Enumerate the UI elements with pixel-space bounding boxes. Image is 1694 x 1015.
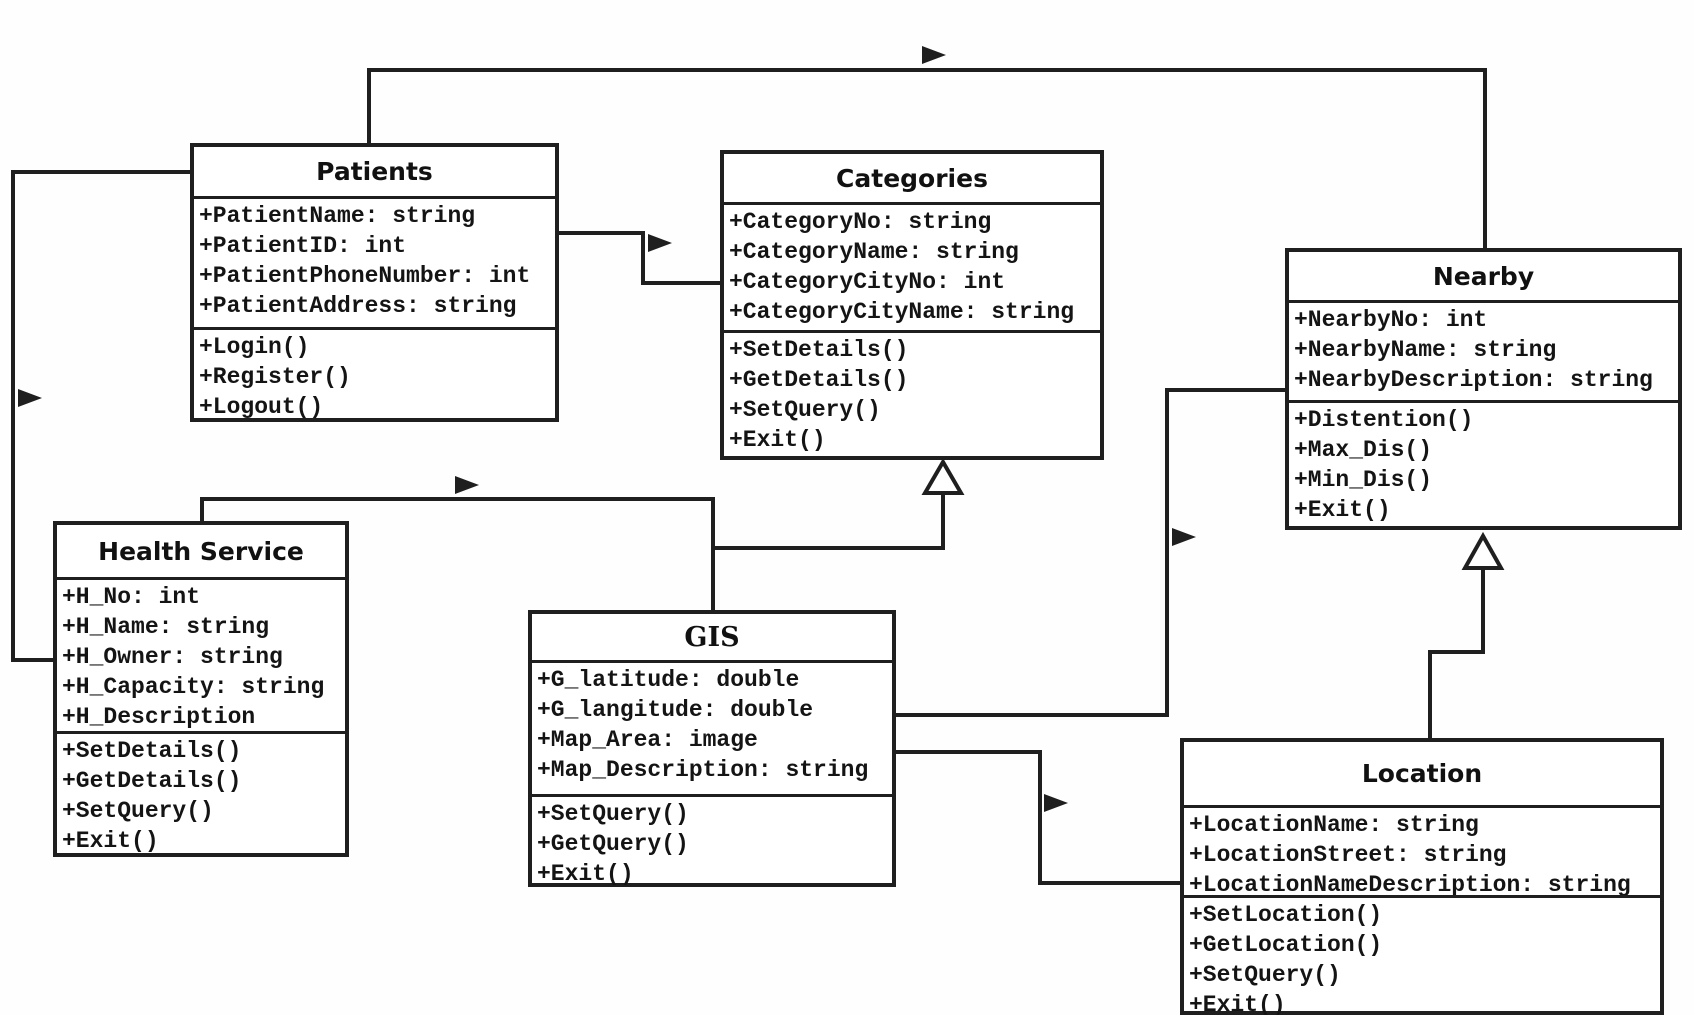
class-gis-title: GIS [532,614,892,663]
generalization-location-nearby [1428,568,1485,742]
class-gis-attributes: +G_latitude: double +G_langitude: double… [532,663,892,797]
attribute-line: +G_latitude: double [537,667,800,693]
attribute-line: +CategoryCityNo: int [729,269,1006,295]
method-line: +Max_Dis() [1294,437,1433,463]
attribute-line: +LocationName: string [1189,812,1479,838]
class-location: Location +LocationName: string +Location… [1180,738,1664,1015]
attribute-line: +LocationStreet: string [1189,842,1507,868]
method-line: +Distention() [1294,407,1474,433]
method-line: +Exit() [729,427,826,453]
method-line: +SetQuery() [1189,962,1341,988]
class-health-service-methods: +SetDetails() +GetDetails() +SetQuery() … [57,734,345,858]
class-nearby: Nearby +NearbyNo: int +NearbyName: strin… [1285,248,1682,530]
method-line: +GetLocation() [1189,932,1383,958]
method-line: +SetQuery() [62,798,214,824]
direction-arrow-icon [1172,528,1196,546]
attribute-line: +NearbyNo: int [1294,307,1488,333]
method-line: +Exit() [1294,497,1391,523]
class-patients-title: Patients [194,147,555,199]
direction-arrow-icon [455,476,479,494]
generalization-arrow-icon [1461,531,1505,570]
association-health-service-gis [200,497,715,614]
class-gis-methods: +SetQuery() +GetQuery() +Exit() [532,797,892,891]
attribute-line: +NearbyName: string [1294,337,1557,363]
class-gis: GIS +G_latitude: double +G_langitude: do… [528,610,896,887]
attribute-line: +H_Description [62,704,256,730]
class-categories-title: Categories [724,154,1100,205]
attribute-line: +PatientAddress: string [199,293,517,319]
generalization-gis-categories [713,493,945,550]
attribute-line: +H_Capacity: string [62,674,325,700]
class-location-attributes: +LocationName: string +LocationStreet: s… [1184,808,1660,898]
method-line: +GetQuery() [537,831,689,857]
class-nearby-title: Nearby [1289,252,1678,303]
attribute-line: +CategoryCityName: string [729,299,1075,325]
method-line: +GetDetails() [729,367,909,393]
class-patients: Patients +PatientName: string +PatientID… [190,143,559,422]
association-gis-nearby [892,388,1289,717]
direction-arrow-icon [1044,794,1068,812]
method-line: +Logout() [199,394,324,420]
association-patients-nearby [367,68,1487,252]
method-line: +Login() [199,334,310,360]
attribute-line: +CategoryName: string [729,239,1019,265]
method-line: +SetDetails() [62,738,242,764]
attribute-line: +H_No: int [62,584,201,610]
attribute-line: +NearbyDescription: string [1294,367,1653,393]
method-line: +GetDetails() [62,768,242,794]
method-line: +Exit() [62,828,159,854]
method-line: +SetLocation() [1189,902,1383,928]
class-nearby-attributes: +NearbyNo: int +NearbyName: string +Near… [1289,303,1678,403]
attribute-line: +PatientID: int [199,233,407,259]
attribute-line: +LocationNameDescription: string [1189,872,1631,898]
method-line: +Register() [199,364,351,390]
attribute-line: +PatientPhoneNumber: int [199,263,531,289]
method-line: +Min_Dis() [1294,467,1433,493]
class-nearby-methods: +Distention() +Max_Dis() +Min_Dis() +Exi… [1289,403,1678,527]
association-gis-location [892,750,1184,885]
class-location-title: Location [1184,742,1660,808]
attribute-line: +CategoryNo: string [729,209,992,235]
direction-arrow-icon [922,46,946,64]
method-line: +Exit() [537,861,634,887]
attribute-line: +Map_Description: string [537,757,869,783]
association-patients-categories [557,231,724,285]
method-line: +SetQuery() [537,801,689,827]
class-patients-methods: +Login() +Register() +Logout() [194,330,555,424]
class-health-service: Health Service +H_No: int +H_Name: strin… [53,521,349,857]
class-patients-attributes: +PatientName: string +PatientID: int +Pa… [194,199,555,330]
class-location-methods: +SetLocation() +GetLocation() +SetQuery(… [1184,898,1660,1015]
direction-arrow-icon [648,234,672,252]
method-line: +SetQuery() [729,397,881,423]
class-categories: Categories +CategoryNo: string +Category… [720,150,1104,460]
method-line: +Exit() [1189,992,1286,1015]
class-categories-attributes: +CategoryNo: string +CategoryName: strin… [724,205,1100,333]
attribute-line: +H_Name: string [62,614,270,640]
attribute-line: +PatientName: string [199,203,476,229]
attribute-line: +G_langitude: double [537,697,814,723]
direction-arrow-icon [18,389,42,407]
class-health-service-title: Health Service [57,525,345,580]
attribute-line: +Map_Area: image [537,727,758,753]
method-line: +SetDetails() [729,337,909,363]
class-health-service-attributes: +H_No: int +H_Name: string +H_Owner: str… [57,580,345,734]
attribute-line: +H_Owner: string [62,644,283,670]
association-patients-health-service [11,170,196,662]
generalization-arrow-icon [921,458,965,495]
class-categories-methods: +SetDetails() +GetDetails() +SetQuery() … [724,333,1100,457]
